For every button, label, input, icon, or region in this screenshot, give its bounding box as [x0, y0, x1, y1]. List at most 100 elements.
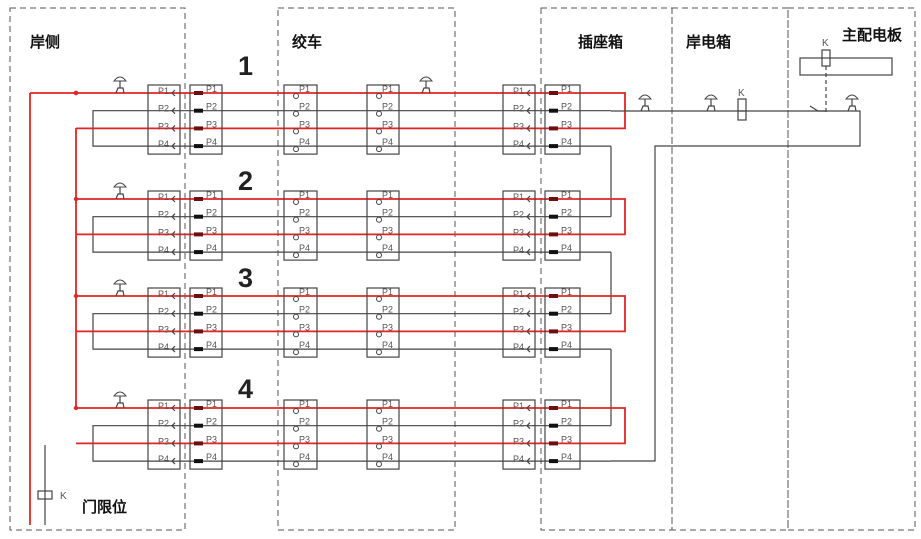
pin-label: P1 [158, 401, 169, 411]
pin-label: P4 [513, 245, 524, 255]
fork-contact-icon [526, 142, 531, 150]
push-button-icon [844, 94, 860, 100]
pin-label: P2 [206, 102, 217, 112]
pin-label: P3 [382, 322, 393, 332]
fork-contact-icon [526, 89, 531, 97]
pin-label: P2 [206, 305, 217, 315]
plug-pin-icon [549, 329, 558, 334]
pin-label: P3 [206, 225, 217, 235]
socket-pin-icon [293, 408, 299, 414]
pin-label: P4 [299, 340, 310, 350]
connector-box [366, 84, 400, 155]
push-button-icon-contact [421, 87, 431, 94]
socket-pin-icon [376, 331, 382, 338]
pin-label: P3 [158, 324, 169, 334]
pin-label: P2 [206, 417, 217, 427]
zone-label-winch: 绞车 [292, 33, 322, 51]
fork-contact-icon [171, 327, 176, 335]
pin-label: P4 [561, 243, 572, 253]
fork-contact-icon [526, 404, 531, 412]
fork-contact-icon [171, 439, 176, 447]
push-button-icon [637, 94, 653, 100]
door-limit-relay-icon [37, 490, 53, 500]
fork-contact-icon [171, 195, 176, 203]
pin-label: P4 [513, 454, 524, 464]
pin-label: P1 [561, 287, 572, 297]
pin-label: P3 [561, 434, 572, 444]
pin-label: P3 [382, 225, 393, 235]
pin-label: P4 [561, 340, 572, 350]
socket-pin-icon [376, 313, 382, 320]
plug-pin-icon [194, 294, 203, 298]
plug-pin-icon [194, 347, 203, 352]
pin-label: P2 [206, 208, 217, 218]
push-button-icon-contact [115, 290, 125, 297]
pin-label: P4 [206, 137, 217, 147]
plug-pin-icon [194, 144, 203, 149]
socket-pin-icon [293, 296, 299, 302]
pin-label: P4 [561, 137, 572, 147]
plug-pin-icon [549, 250, 558, 255]
socket-pin-icon [376, 216, 382, 223]
pin-label: P2 [561, 417, 572, 427]
pin-label: P1 [382, 399, 393, 409]
plug-pin-icon [194, 91, 203, 95]
pin-label: P2 [513, 307, 524, 317]
group-number-3: 3 [238, 263, 253, 293]
push-button-icon [112, 182, 128, 188]
red-loop-wire [76, 295, 626, 333]
fork-contact-icon [526, 345, 531, 353]
socket-pin-icon [293, 461, 299, 468]
push-button-icon-contact [115, 193, 125, 200]
pin-label: P1 [206, 190, 217, 200]
control-wire [611, 110, 861, 462]
push-button-icon-contact [115, 402, 125, 409]
socket-pin-icon [293, 425, 299, 432]
socket-pin-icon [293, 313, 299, 320]
pin-label: P2 [382, 208, 393, 218]
plug-pin-icon [549, 126, 558, 131]
fork-contact-icon [171, 107, 176, 115]
pin-label: P2 [561, 102, 572, 112]
zone-label-main-switchboard: 主配电板 [842, 26, 903, 44]
switchboard-panel [799, 57, 893, 76]
socket-pin-icon [293, 216, 299, 223]
pin-label: P4 [513, 139, 524, 149]
pin-label: P3 [158, 227, 169, 237]
push-button-icon-contact [640, 105, 650, 112]
plug-pin-icon [549, 232, 558, 237]
zone-label-shore-power-box: 岸电箱 [686, 33, 731, 51]
pin-label: P1 [158, 289, 169, 299]
push-button-icon [112, 279, 128, 285]
pin-label: P2 [299, 102, 310, 112]
plug-pin-icon [194, 459, 203, 464]
pin-label: P1 [513, 289, 524, 299]
red-loop-wire [76, 198, 626, 236]
plug-pin-icon [194, 406, 203, 410]
pin-label: P1 [158, 86, 169, 96]
fork-contact-icon [171, 230, 176, 238]
socket-pin-icon [293, 110, 299, 117]
junction-dot [73, 90, 79, 96]
pin-label: P4 [299, 243, 310, 253]
group-number-4: 4 [238, 374, 253, 404]
shore-relay-label: K [738, 88, 745, 99]
pin-label: P2 [513, 419, 524, 429]
plug-pin-icon [549, 423, 558, 428]
connector-box [544, 399, 581, 470]
pin-label: P3 [513, 227, 524, 237]
socket-pin-icon [293, 349, 299, 356]
pin-label: P1 [513, 401, 524, 411]
plug-pin-icon [549, 406, 558, 410]
push-button-icon [703, 94, 719, 100]
connector-box [283, 190, 318, 261]
pin-label: P1 [561, 399, 572, 409]
push-button-icon [112, 391, 128, 397]
pin-label: P1 [206, 84, 217, 94]
plug-pin-icon [194, 311, 203, 316]
push-button-icon-contact [706, 105, 716, 112]
connector-box [502, 190, 536, 261]
socket-pin-icon [376, 461, 382, 468]
socket-pin-icon [376, 252, 382, 259]
